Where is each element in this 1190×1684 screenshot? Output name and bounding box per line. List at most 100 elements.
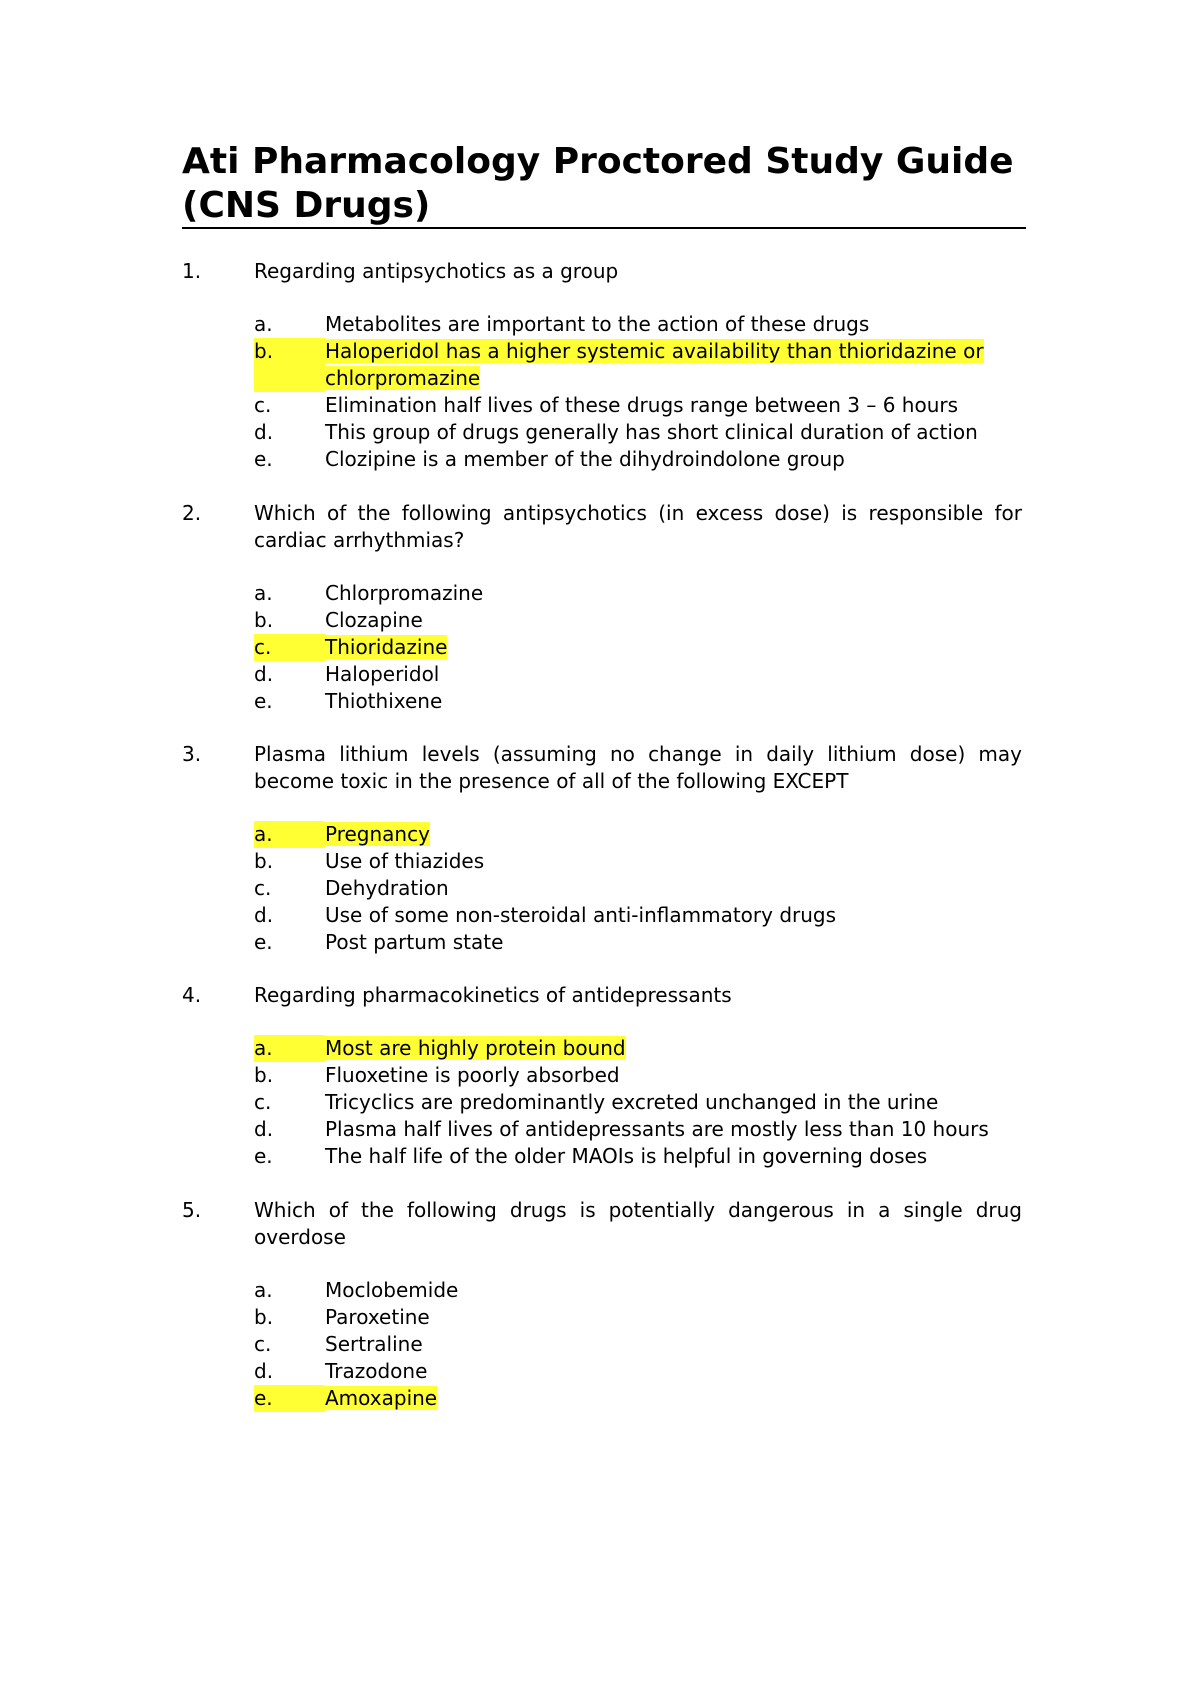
option-text: Paroxetine	[325, 1305, 430, 1329]
option-letter: a.	[254, 821, 325, 848]
option-letter: e.	[254, 689, 273, 713]
option-a: a. Pregnancy	[254, 821, 1022, 848]
option-a: a. Moclobemide	[254, 1277, 1022, 1304]
question-text: Regarding antipsychotics as a group	[254, 259, 619, 283]
option-letter: a.	[254, 1035, 325, 1062]
title-line-2: (CNS Drugs)	[182, 185, 431, 226]
option-text: Clozapine	[325, 608, 423, 632]
question-1: 1. Regarding antipsychotics as a group a…	[182, 258, 1022, 473]
option-letter: c.	[254, 1332, 272, 1356]
option-a: a. Most are highly protein bound	[254, 1035, 1022, 1062]
question-5: 5. Which of the following drugs is poten…	[182, 1197, 1022, 1412]
option-letter: a.	[254, 312, 273, 336]
option-letter: b.	[254, 1063, 274, 1087]
option-letter: b.	[254, 608, 274, 632]
option-text: Plasma half lives of antidepressants are…	[325, 1117, 989, 1141]
option-text: Sertraline	[325, 1332, 423, 1356]
option-text: Haloperidol has a higher systemic availa…	[325, 339, 984, 390]
page-title: Ati Pharmacology Proctored Study Guide (…	[182, 140, 1026, 228]
option-c: c. Dehydration	[254, 875, 1022, 902]
option-text: Use of thiazides	[325, 849, 485, 873]
option-text: Fluoxetine is poorly absorbed	[325, 1063, 620, 1087]
option-text: Most are highly protein bound	[325, 1036, 626, 1060]
option-a: a. Metabolites are important to the acti…	[254, 311, 1022, 338]
option-letter: c.	[254, 1090, 272, 1114]
option-text: Trazodone	[325, 1359, 428, 1383]
option-text: Dehydration	[325, 876, 449, 900]
question-number: 5.	[182, 1198, 202, 1222]
option-b: b. Fluoxetine is poorly absorbed	[254, 1062, 1022, 1089]
option-e: e. Clozipine is a member of the dihydroi…	[254, 446, 1022, 473]
option-letter: b.	[254, 1305, 274, 1329]
option-list: a. Pregnancy b. Use of thiazides c. Dehy…	[182, 821, 1022, 956]
option-letter: b.	[254, 849, 274, 873]
option-text: Post partum state	[325, 930, 504, 954]
question-number: 4.	[182, 983, 202, 1007]
option-letter: d.	[254, 1117, 274, 1141]
option-letter: c.	[254, 634, 325, 661]
question-text: Plasma lithium levels (assuming no chang…	[254, 742, 1022, 793]
option-e: e. The half life of the older MAOIs is h…	[254, 1143, 1022, 1170]
option-a: a. Chlorpromazine	[254, 580, 1022, 607]
question-text: Regarding pharmacokinetics of antidepres…	[254, 983, 732, 1007]
option-text: This group of drugs generally has short …	[325, 420, 978, 444]
option-letter: a.	[254, 1278, 273, 1302]
option-b: b. Paroxetine	[254, 1304, 1022, 1331]
option-b: b. Use of thiazides	[254, 848, 1022, 875]
title-line-1: Ati Pharmacology Proctored Study Guide	[182, 141, 1014, 182]
option-d: d. Use of some non-steroidal anti-inflam…	[254, 902, 1022, 929]
option-e: e. Amoxapine	[254, 1385, 1022, 1412]
option-text: Elimination half lives of these drugs ra…	[325, 393, 959, 417]
option-text: Moclobemide	[325, 1278, 459, 1302]
question-number: 1.	[182, 259, 202, 283]
option-c: c. Tricyclics are predominantly excreted…	[254, 1089, 1022, 1116]
option-c: c. Sertraline	[254, 1331, 1022, 1358]
option-letter: e.	[254, 1144, 273, 1168]
question-3: 3. Plasma lithium levels (assuming no ch…	[182, 741, 1022, 956]
option-list: a. Most are highly protein bound b. Fluo…	[182, 1035, 1022, 1170]
option-text: The half life of the older MAOIs is help…	[325, 1144, 928, 1168]
option-letter: e.	[254, 1385, 325, 1412]
option-letter: c.	[254, 876, 272, 900]
option-letter: d.	[254, 420, 274, 444]
option-d: d. Plasma half lives of antidepressants …	[254, 1116, 1022, 1143]
question-text: Which of the following antipsychotics (i…	[254, 501, 1022, 552]
question-4: 4. Regarding pharmacokinetics of antidep…	[182, 982, 1022, 1170]
option-letter: d.	[254, 903, 274, 927]
option-letter: e.	[254, 447, 273, 471]
option-text: Thioridazine	[325, 635, 448, 659]
question-number: 3.	[182, 742, 202, 766]
option-text: Clozipine is a member of the dihydroindo…	[325, 447, 845, 471]
option-b: b. Haloperidol has a higher systemic ava…	[254, 338, 1022, 392]
option-d: d. Haloperidol	[254, 661, 1022, 688]
question-2: 2. Which of the following antipsychotics…	[182, 500, 1022, 715]
option-e: e. Post partum state	[254, 929, 1022, 956]
option-d: d. Trazodone	[254, 1358, 1022, 1385]
option-letter: d.	[254, 662, 274, 686]
option-list: a. Metabolites are important to the acti…	[182, 311, 1022, 473]
title-underline	[182, 227, 1026, 229]
option-letter: b.	[254, 338, 325, 392]
option-text: Metabolites are important to the action …	[325, 312, 870, 336]
option-letter: c.	[254, 393, 272, 417]
option-e: e. Thiothixene	[254, 688, 1022, 715]
option-text: Thiothixene	[325, 689, 443, 713]
option-letter: e.	[254, 930, 273, 954]
option-text: Use of some non-steroidal anti-inflammat…	[325, 903, 837, 927]
option-list: a. Chlorpromazine b. Clozapine c. Thiori…	[182, 580, 1022, 715]
option-text: Amoxapine	[325, 1386, 438, 1410]
option-text: Chlorpromazine	[325, 581, 484, 605]
option-letter: a.	[254, 581, 273, 605]
option-letter: d.	[254, 1359, 274, 1383]
option-c: c. Thioridazine	[254, 634, 1022, 661]
option-text: Tricyclics are predominantly excreted un…	[325, 1090, 939, 1114]
option-text: Haloperidol	[325, 662, 440, 686]
option-d: d. This group of drugs generally has sho…	[254, 419, 1022, 446]
option-b: b. Clozapine	[254, 607, 1022, 634]
question-text: Which of the following drugs is potentia…	[254, 1198, 1022, 1249]
option-c: c. Elimination half lives of these drugs…	[254, 392, 1022, 419]
question-number: 2.	[182, 501, 202, 525]
option-list: a. Moclobemide b. Paroxetine c. Sertrali…	[182, 1277, 1022, 1412]
option-text: Pregnancy	[325, 822, 430, 846]
